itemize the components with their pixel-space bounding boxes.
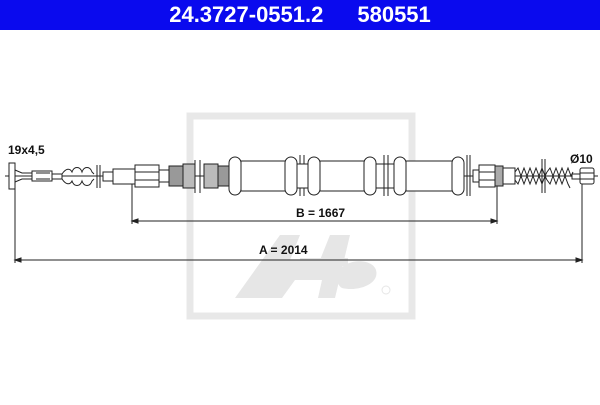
cable-drawing: 19x4,5 Ø10 B = 1667 A = 2014 bbox=[0, 30, 600, 400]
dimension-b-label: B = 1667 bbox=[296, 206, 346, 220]
title-bar: 24.3727-0551.2 580551 bbox=[0, 0, 600, 30]
right-end-diameter-label: Ø10 bbox=[570, 152, 593, 166]
ate-watermark-icon bbox=[186, 112, 416, 320]
reference-number: 580551 bbox=[357, 2, 431, 27]
left-end-dimension-label: 19x4,5 bbox=[8, 143, 45, 157]
dimension-a-label: A = 2014 bbox=[259, 243, 308, 257]
part-number: 24.3727-0551.2 bbox=[169, 2, 324, 27]
